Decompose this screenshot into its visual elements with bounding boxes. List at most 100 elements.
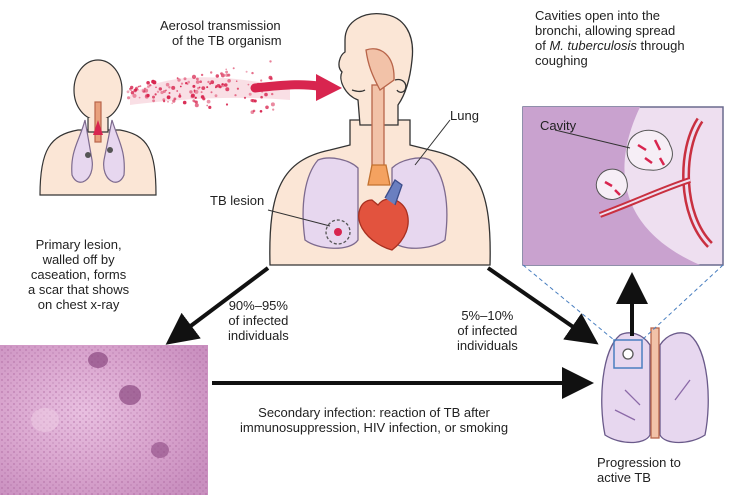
aerosol-droplet	[210, 80, 214, 84]
aerosol-droplet	[189, 90, 192, 93]
aerosol-droplet	[169, 92, 171, 94]
aerosol-droplet	[206, 105, 208, 107]
aerosol-droplet	[135, 87, 138, 90]
aerosol-droplet	[151, 80, 155, 84]
aerosol-droplet	[139, 85, 141, 87]
aerosol-droplet	[210, 71, 212, 73]
aerosol-droplet	[157, 91, 159, 93]
aerosol-droplet	[146, 81, 150, 85]
active-tb-lungs-icon	[602, 328, 709, 443]
aerosol-droplet	[167, 95, 171, 99]
aerosol-droplet	[191, 95, 195, 99]
aerosol-droplet	[221, 83, 225, 87]
aerosol-droplet	[225, 87, 229, 91]
cavity-label: Cavity	[540, 118, 576, 133]
cavities-caption: Cavities open into the bronchi, allowing…	[535, 8, 685, 68]
aerosol-droplet	[196, 80, 200, 84]
aerosol-droplet	[226, 103, 228, 105]
aerosol-droplet	[187, 81, 190, 84]
aerosol-droplet	[165, 90, 167, 92]
aerosol-droplet	[184, 77, 187, 80]
aerosol-droplet	[248, 84, 250, 86]
aerosol-droplet	[197, 87, 200, 90]
aerosol-droplet	[260, 110, 263, 113]
transmission-arrow	[255, 85, 318, 88]
aerosol-droplet	[207, 100, 211, 104]
aerosol-droplet	[225, 74, 228, 77]
aerosol-droplet	[155, 93, 157, 95]
aerosol-droplet	[215, 87, 217, 89]
aerosol-droplet	[206, 86, 208, 88]
aerosol-droplet	[225, 69, 227, 71]
aerosol-droplet	[265, 106, 269, 110]
aerosol-droplet	[194, 100, 197, 103]
aerosol-droplet	[127, 90, 130, 93]
aerosol-droplet	[163, 100, 165, 102]
aerosol-droplet	[129, 88, 131, 90]
aerosol-droplet	[249, 93, 252, 96]
aerosol-droplet	[216, 74, 219, 77]
aerosol-droplet	[227, 79, 231, 83]
aerosol-droplet	[196, 78, 199, 81]
histology-panel	[0, 345, 208, 495]
lung-label: Lung	[450, 108, 479, 123]
aerosol-droplet	[131, 91, 134, 94]
small-person-icon	[40, 60, 156, 195]
aerosol-droplet	[201, 74, 203, 76]
aerosol-droplet	[192, 85, 195, 88]
aerosol-droplet	[142, 89, 146, 93]
aerosol-droplet	[260, 79, 262, 81]
aerosol-droplet	[171, 103, 173, 105]
primary-lesion-caption: Primary lesion, walled off by caseation,…	[28, 237, 129, 312]
aerosol-droplet	[171, 86, 175, 90]
aerosol-droplet	[215, 94, 218, 97]
aerosol-droplet	[138, 86, 140, 88]
aerosol-droplet	[272, 109, 274, 111]
aerosol-droplet	[167, 101, 169, 103]
aerosol-droplet	[195, 97, 197, 99]
aerosol-droplet	[233, 67, 235, 69]
aerosol-droplet	[269, 60, 271, 62]
aerosol-droplet	[159, 87, 162, 90]
secondary-infection-caption: Secondary infection: reaction of TB afte…	[240, 405, 508, 435]
aerosol-label: Aerosol transmission of the TB organism	[160, 18, 282, 48]
aerosol-droplet	[199, 80, 202, 83]
aerosol-droplet	[246, 71, 248, 73]
aerosol-droplet	[181, 83, 183, 85]
aerosol-droplet	[166, 83, 170, 87]
aerosol-droplet	[253, 110, 256, 113]
aerosol-droplet	[160, 91, 163, 94]
organism-name: M. tuberculosis	[549, 38, 636, 53]
aerosol-droplet	[201, 91, 203, 93]
aerosol-droplet	[168, 86, 170, 88]
aerosol-droplet	[252, 99, 255, 102]
progression-caption: Progression to active TB	[597, 455, 681, 485]
aerosol-droplet	[180, 86, 182, 88]
aerosol-droplet	[271, 93, 273, 95]
aerosol-droplet	[201, 86, 205, 90]
aerosol-droplet	[152, 99, 155, 102]
tb-lesion-label: TB lesion	[210, 193, 264, 208]
aerosol-droplet	[174, 98, 177, 101]
aerosol-droplet	[251, 72, 253, 74]
aerosol-droplet	[185, 82, 187, 84]
pct-5-label: 5%–10% of infected individuals	[457, 308, 518, 353]
aerosol-droplet	[221, 73, 225, 77]
pct-90-label: 90%–95% of infected individuals	[228, 298, 289, 343]
aerosol-droplet	[147, 94, 150, 97]
aerosol-droplet	[269, 76, 273, 80]
aerosol-droplet	[127, 96, 130, 99]
aerosol-droplet	[260, 96, 263, 99]
aerosol-droplet	[234, 94, 236, 96]
aerosol-droplet	[211, 91, 213, 93]
aerosol-droplet	[202, 97, 205, 100]
main-person	[270, 14, 490, 265]
aerosol-droplet	[152, 96, 155, 99]
aerosol-droplet	[176, 90, 178, 92]
aerosol-droplet	[177, 78, 180, 81]
aerosol-droplet	[195, 103, 199, 107]
aerosol-droplet	[139, 97, 141, 99]
aerosol-droplet	[194, 91, 196, 93]
aerosol-droplet	[149, 84, 151, 86]
aerosol-droplet	[236, 80, 238, 82]
